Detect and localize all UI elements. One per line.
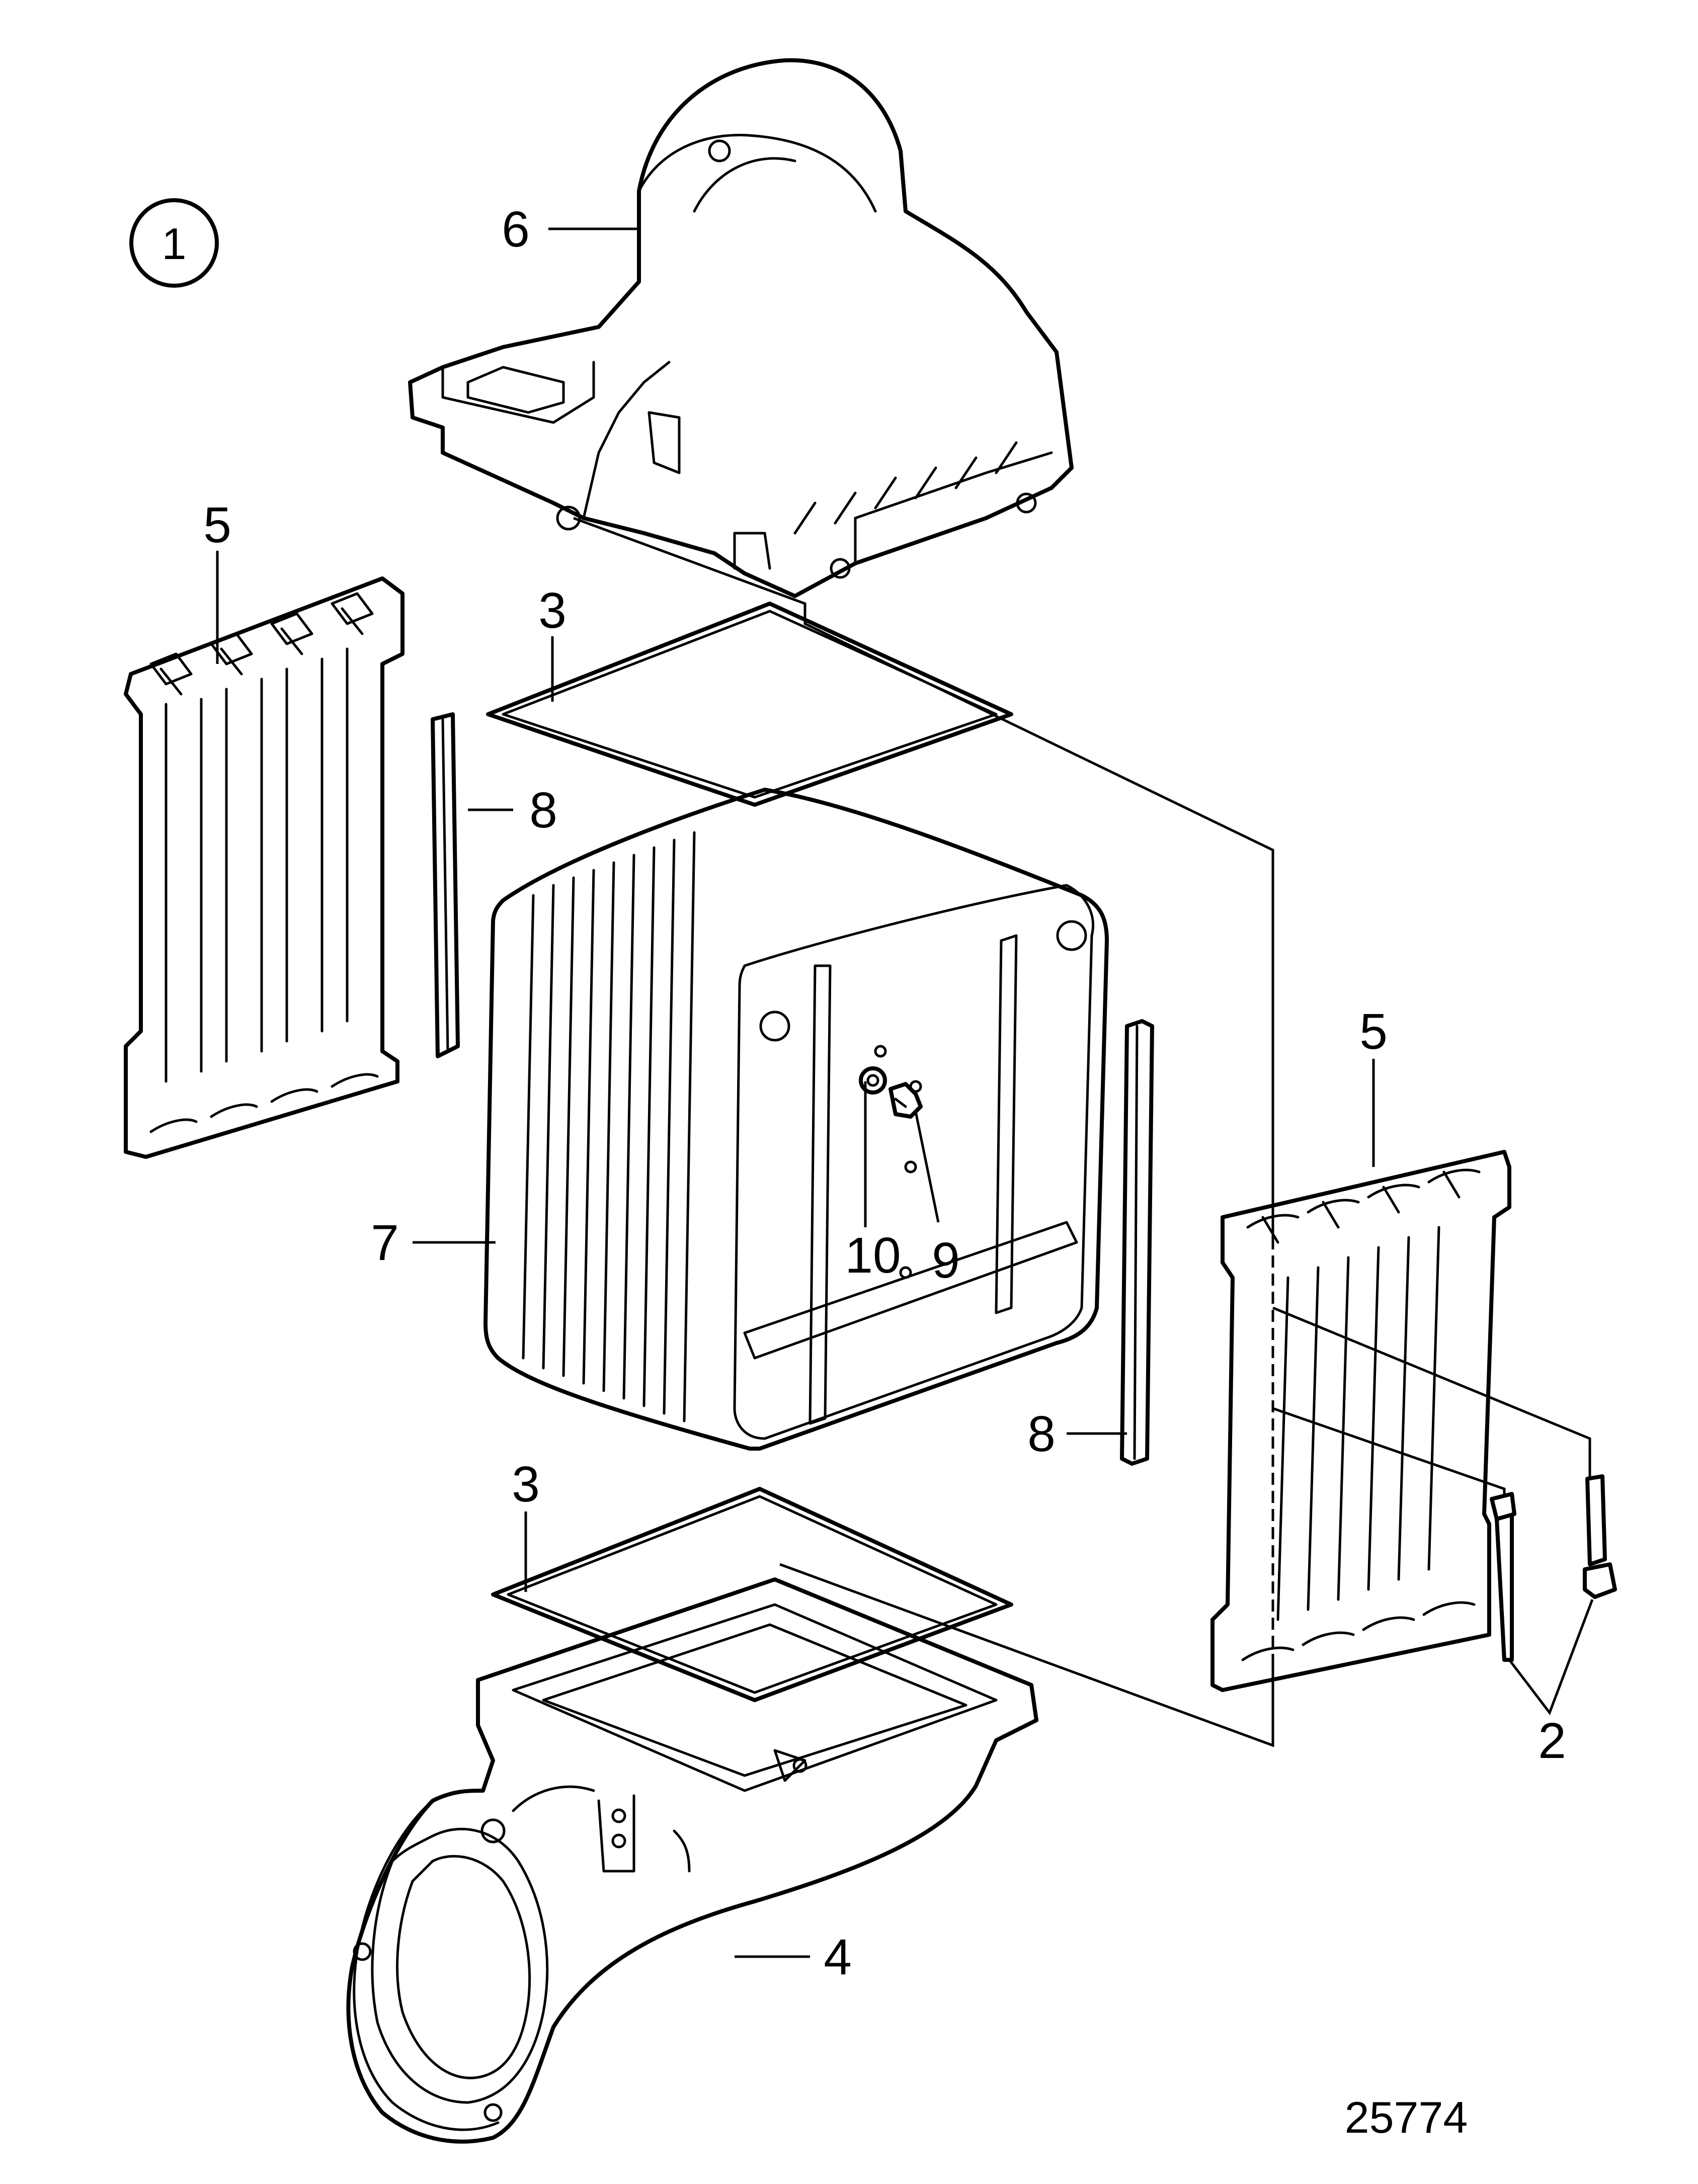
callout-2-bolts: 2 bbox=[1538, 1713, 1566, 1769]
callout-9-plug: 9 bbox=[932, 1232, 960, 1289]
view-number-circle bbox=[129, 198, 219, 288]
cooler-core-part bbox=[483, 788, 1109, 1451]
lower-housing-part bbox=[346, 1577, 1038, 2144]
left-baffle-part bbox=[124, 576, 405, 1159]
assembly-lines bbox=[573, 517, 1591, 1747]
left-seal-strip-part bbox=[431, 712, 460, 1058]
callout-leaders bbox=[216, 227, 1594, 1958]
upper-gasket-part bbox=[486, 602, 1013, 807]
callout-3-lower-gasket: 3 bbox=[512, 1456, 540, 1513]
callout-5-left-baffle: 5 bbox=[203, 497, 231, 553]
plug-part bbox=[888, 1082, 923, 1119]
washer-part bbox=[859, 1066, 887, 1095]
callout-10-washer: 10 bbox=[845, 1227, 901, 1284]
right-baffle-part bbox=[1210, 1150, 1511, 1692]
callout-8-left-seal-strip: 8 bbox=[529, 782, 557, 838]
drawing-number: 25774 bbox=[1345, 2092, 1468, 2142]
callout-labels: 6 5 3 8 7 10 9 5 8 3 2 4 bbox=[203, 201, 1566, 1985]
lower-gasket-part bbox=[491, 1487, 1013, 1702]
bolt-part-right bbox=[1583, 1474, 1617, 1599]
callout-7-cooler-core: 7 bbox=[371, 1215, 399, 1271]
view-number-text: 1 bbox=[162, 219, 187, 269]
callout-4-lower-housing: 4 bbox=[824, 1929, 852, 1985]
upper-housing-part bbox=[408, 58, 1074, 598]
bolt-part-left bbox=[1490, 1492, 1516, 1662]
view-number-badge: 1 bbox=[129, 198, 219, 288]
callout-5-right-baffle: 5 bbox=[1359, 1003, 1388, 1060]
callout-6-upper-housing: 6 bbox=[502, 201, 530, 258]
right-seal-strip-part bbox=[1120, 1019, 1154, 1466]
callout-3-upper-gasket: 3 bbox=[538, 582, 567, 639]
callout-8-right-seal-strip: 8 bbox=[1027, 1406, 1056, 1462]
